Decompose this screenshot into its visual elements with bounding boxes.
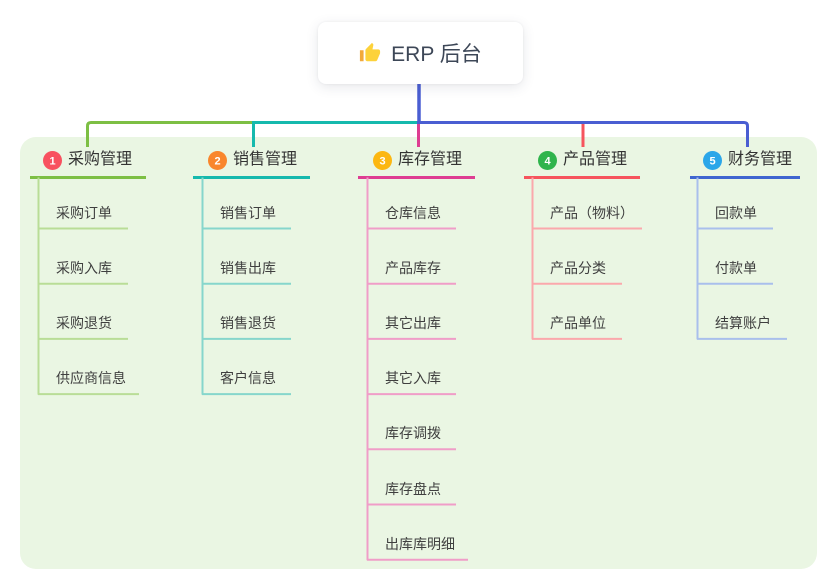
svg-text:5: 5 — [709, 155, 715, 167]
child-node[interactable]: 产品分类 — [550, 260, 606, 276]
branch-2-child-underlines — [202, 227, 291, 396]
branch-node-product[interactable]: 4 产品管理 — [538, 150, 627, 170]
branch-node-label: 库存管理 — [398, 151, 463, 168]
branch-node-label: 产品管理 — [563, 151, 628, 168]
child-node[interactable]: 付款单 — [715, 260, 757, 276]
child-node[interactable]: 仓库信息 — [385, 205, 441, 221]
child-node[interactable]: 采购入库 — [56, 260, 112, 276]
child-node[interactable]: 产品单位 — [550, 315, 606, 331]
branch-5-drop-line — [417, 121, 749, 147]
branch-node-finance[interactable]: 5 财务管理 — [703, 150, 792, 170]
child-node[interactable]: 库存调拨 — [385, 425, 441, 441]
child-node[interactable]: 销售订单 — [220, 205, 276, 221]
child-node[interactable]: 产品库存 — [385, 260, 441, 276]
branch-node-label: 财务管理 — [728, 151, 793, 168]
svg-text:1: 1 — [49, 155, 55, 167]
branch-number-badge: 2 — [208, 150, 227, 170]
svg-text:2: 2 — [214, 155, 220, 167]
branch-4-child-underlines — [532, 227, 642, 340]
branch-number-badge: 5 — [703, 150, 722, 170]
child-node[interactable]: 结算账户 — [715, 315, 771, 331]
branch-node-label: 采购管理 — [68, 151, 133, 168]
child-node[interactable]: 供应商信息 — [56, 370, 126, 386]
branch-5-child-underlines — [697, 227, 787, 340]
branch-number-badge: 4 — [538, 150, 557, 170]
svg-text:3: 3 — [379, 155, 385, 167]
branch-3-child-underlines — [367, 227, 468, 561]
child-node[interactable]: 库存盘点 — [385, 481, 441, 497]
branch-node-purchase[interactable]: 1 采购管理 — [43, 150, 132, 170]
branches-panel — [20, 137, 817, 569]
root-node[interactable]: ERP 后台 — [318, 22, 523, 84]
branch-1-drop-line — [86, 121, 253, 147]
branch-number-badge: 1 — [43, 150, 62, 170]
child-node[interactable]: 采购订单 — [56, 205, 112, 221]
child-node[interactable]: 客户信息 — [220, 370, 276, 386]
child-node[interactable]: 采购退货 — [56, 315, 112, 331]
branch-node-sales[interactable]: 2 销售管理 — [208, 150, 297, 170]
child-node[interactable]: 其它入库 — [385, 370, 441, 386]
branch-1-child-underlines — [38, 227, 139, 396]
child-node[interactable]: 产品（物料） — [550, 205, 634, 221]
branch-node-inventory[interactable]: 3 库存管理 — [373, 150, 462, 170]
child-node[interactable]: 销售退货 — [220, 315, 276, 331]
svg-text:4: 4 — [544, 155, 551, 167]
thumbs-up-icon — [360, 42, 381, 62]
root-node-label: ERP 后台 — [391, 43, 482, 66]
branch-node-label: 销售管理 — [233, 151, 298, 168]
child-node[interactable]: 出库库明细 — [385, 536, 455, 552]
branch-number-badge: 3 — [373, 150, 392, 170]
branch-2-drop-line — [252, 121, 418, 147]
child-node[interactable]: 其它出库 — [385, 315, 441, 331]
child-node[interactable]: 销售出库 — [220, 260, 276, 276]
child-node[interactable]: 回款单 — [715, 205, 757, 221]
